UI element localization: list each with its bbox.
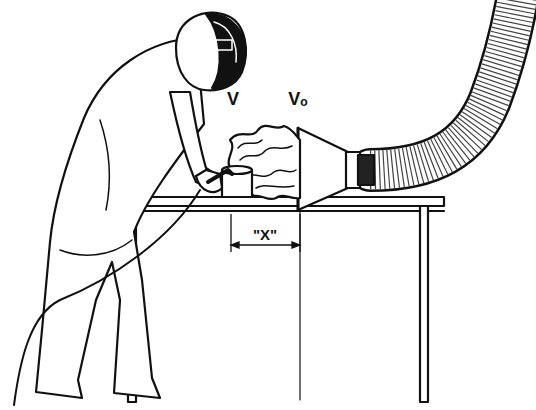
velocity-label: Vₒ: [288, 90, 307, 108]
dimension-line: [231, 214, 300, 252]
dimension-label: "X": [251, 227, 279, 242]
velocity-label: V: [227, 90, 239, 108]
